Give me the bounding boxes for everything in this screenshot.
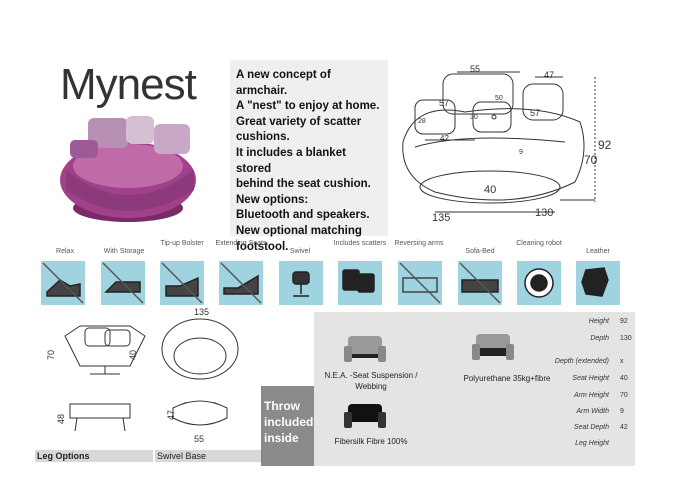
dim-label: 70 xyxy=(46,349,57,361)
spec-value: 130 xyxy=(620,335,632,342)
dim-label: 70 xyxy=(584,153,598,167)
feature-label: Cleaning robot xyxy=(516,240,562,247)
dim-label: 57 xyxy=(439,98,450,108)
feature-label: Relax xyxy=(56,248,74,255)
feature-label: Extending Seats xyxy=(215,240,267,247)
dim-label: 135 xyxy=(432,212,451,224)
feature-label: Sofa-Bed xyxy=(465,248,495,255)
dim-label: 135 xyxy=(194,307,210,317)
spec-label: Seat Height xyxy=(572,375,609,382)
leg-options-bar: Leg Options xyxy=(35,450,153,462)
dim-label: 30 xyxy=(470,114,478,121)
description-line: Great variety of scatter xyxy=(236,115,362,128)
filling-label: Polyurethane 35kg+fibre xyxy=(463,374,551,383)
feature-label: Swivel xyxy=(289,248,311,255)
spec-value: x xyxy=(620,358,624,365)
filling-label: Fibersilk Fibre 100% xyxy=(334,437,408,446)
dim-label: 40 xyxy=(484,184,497,196)
dim-label: 47 xyxy=(544,70,555,80)
throw-line: inside xyxy=(264,431,299,445)
filling-icons xyxy=(344,334,514,428)
feature-label: Leather xyxy=(586,248,610,255)
feature-label: With Storage xyxy=(103,248,145,255)
dim-label: 9 xyxy=(519,149,523,156)
feature-label: Tip-up Bolster xyxy=(160,240,204,247)
dim-label: 57 xyxy=(530,108,541,118)
spec-label: Height xyxy=(588,318,609,325)
spec-label: Seat Depth xyxy=(573,424,609,431)
spec-value: 92 xyxy=(620,318,628,325)
description-line: New options: xyxy=(236,193,309,206)
dim-label: 50 xyxy=(495,95,503,102)
filling-label: N.E.A. -Seat Suspension / Webbing xyxy=(324,371,418,391)
armchair-line-drawing xyxy=(402,71,596,213)
spec-value: 42 xyxy=(620,424,628,431)
spec-value: 70 xyxy=(620,392,628,399)
cushion-icon xyxy=(88,118,128,148)
dim-label: 130 xyxy=(535,207,554,219)
product-title: Mynest xyxy=(60,60,197,109)
description-line: cushions. xyxy=(236,131,290,144)
side-view-diagrams xyxy=(64,318,239,432)
description-line: footstool. xyxy=(236,240,289,253)
spec-label: Depth xyxy=(590,335,609,342)
swivel-base-bar: Swivel Base xyxy=(155,450,261,462)
description-line: It includes a blanket stored xyxy=(236,146,346,175)
dim-label: 55 xyxy=(194,434,205,444)
description-line: New optional matching xyxy=(236,224,362,237)
spec-value: 40 xyxy=(620,375,628,382)
throw-included-box: Throw included inside xyxy=(261,386,314,466)
description-line: behind the seat cushion. xyxy=(236,178,371,191)
reversing-arms-icon xyxy=(398,261,442,305)
dim-label: 47 xyxy=(166,409,177,421)
leather-icon xyxy=(576,261,620,305)
throw-line: Throw xyxy=(264,399,300,413)
spec-label: Leg Height xyxy=(575,440,609,447)
description-line: A "nest" to enjoy at home. xyxy=(236,100,380,113)
description-line: Bluetooth and speakers. xyxy=(236,209,370,222)
feature-label: Includes scatters xyxy=(333,240,387,247)
cleaning-robot-icon xyxy=(517,261,561,305)
dim-label: 28 xyxy=(418,118,426,125)
dim-label: 40 xyxy=(128,349,139,361)
feature-label: Reversing arms xyxy=(394,240,444,247)
dim-label: 55 xyxy=(470,64,481,74)
extending-seat-icon xyxy=(219,261,263,305)
spec-label: Arm Height xyxy=(573,392,609,399)
relax-icon xyxy=(41,261,85,305)
sofa-bed-icon xyxy=(458,261,502,305)
spec-value: 9 xyxy=(620,408,624,415)
storage-icon xyxy=(101,261,145,305)
scatters-icon xyxy=(338,261,382,305)
bolster-icon xyxy=(160,261,204,305)
description-box: A new concept of armchair. A "nest" to e… xyxy=(230,60,388,253)
throw-line: included xyxy=(264,415,314,429)
description-line: A new concept of armchair. xyxy=(236,69,331,97)
dim-label: 48 xyxy=(56,413,67,425)
spec-label: Arm Width xyxy=(576,408,609,415)
dim-label: 92 xyxy=(598,138,612,152)
swivel-icon xyxy=(279,261,323,305)
product-photo xyxy=(60,116,196,222)
dim-label: 42 xyxy=(440,134,449,143)
spec-label: Depth (extended) xyxy=(554,358,609,365)
